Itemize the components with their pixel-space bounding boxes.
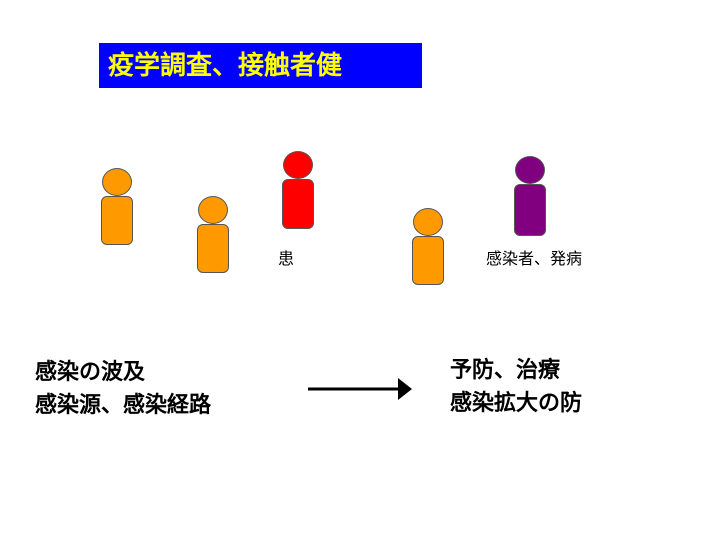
person-body [282, 179, 314, 229]
title-box: 疫学調査、接触者健 [99, 43, 422, 88]
right-line-2: 感染拡大の防 [450, 391, 583, 416]
person-body [197, 224, 229, 273]
person-body [412, 236, 444, 285]
patient-label: 患 [278, 249, 295, 268]
person-body [101, 196, 133, 245]
right-line-1: 予防、治療 [450, 358, 561, 383]
person-head [413, 208, 443, 236]
infected-label: 感染者、発病 [486, 249, 583, 268]
left-line-1: 感染の波及 [35, 360, 146, 385]
left-line-2: 感染源、感染経路 [35, 393, 212, 418]
person-head [102, 168, 132, 196]
person-head [198, 196, 228, 224]
right-arrow-icon [308, 378, 412, 400]
person-head [283, 151, 313, 179]
title-text: 疫学調査、接触者健 [108, 51, 343, 81]
person-body [514, 184, 546, 236]
person-head [515, 156, 545, 184]
